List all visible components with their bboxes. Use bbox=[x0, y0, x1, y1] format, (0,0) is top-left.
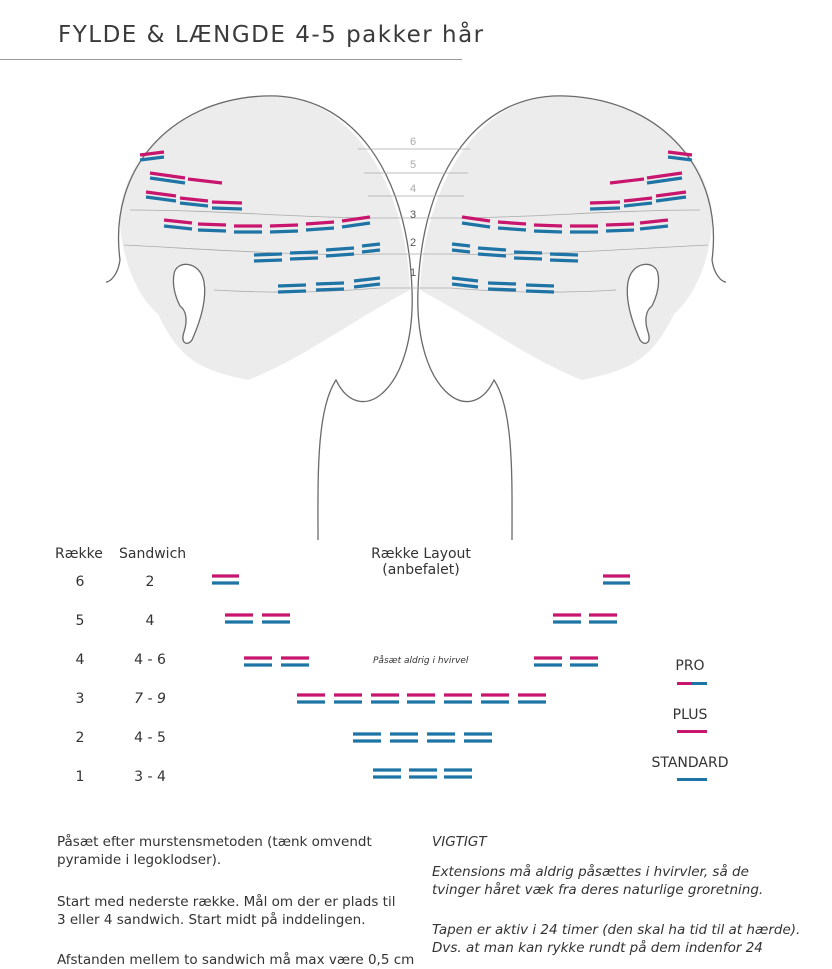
left-ear bbox=[172, 263, 206, 344]
layout-row-2 bbox=[353, 732, 492, 743]
legend-standard-swatch bbox=[677, 778, 707, 782]
layout-heading: Række Layout (anbefalet) bbox=[349, 546, 493, 578]
instruction-paragraph-3: Afstanden mellem to sandwich må max være… bbox=[57, 952, 415, 968]
left-head-hair-area bbox=[119, 95, 410, 380]
legend-plus-label: PLUS bbox=[672, 707, 708, 723]
level-label-3: 3 bbox=[410, 209, 416, 221]
whorl-note: Påsæt aldrig i hvirvel bbox=[373, 656, 469, 666]
legend-pro-label: PRO bbox=[675, 658, 705, 674]
row-layout-diagram bbox=[212, 574, 630, 779]
layout-heading-line2: (anbefalet) bbox=[382, 562, 460, 578]
title-divider bbox=[0, 59, 462, 60]
layout-row-3 bbox=[297, 693, 546, 704]
important-heading: VIGTIGT bbox=[432, 834, 487, 850]
right-head-outline bbox=[417, 95, 715, 540]
sandwich-count-3: 7 - 9 bbox=[134, 691, 166, 707]
level-label-2: 2 bbox=[410, 237, 416, 249]
row-number-5: 5 bbox=[75, 613, 85, 629]
sandwich bbox=[253, 242, 381, 257]
sandwich-count-6: 2 bbox=[145, 574, 155, 590]
column-header-row: Række bbox=[55, 546, 103, 562]
layout-row-4 bbox=[244, 656, 598, 667]
head-diagram: 1 2 3 4 5 6 bbox=[105, 95, 727, 540]
sandwich bbox=[149, 171, 223, 185]
level-label-5: 5 bbox=[410, 159, 416, 171]
level-label-1: 1 bbox=[410, 267, 416, 279]
layout-row-5 bbox=[225, 613, 617, 624]
right-head-hair-area bbox=[420, 95, 713, 380]
row-number-6: 6 bbox=[75, 574, 85, 590]
column-header-sandwich: Sandwich bbox=[119, 546, 187, 562]
level-labels: 1 2 3 4 5 6 bbox=[410, 136, 416, 279]
sandwich bbox=[277, 276, 381, 288]
left-head-outline bbox=[117, 95, 413, 540]
sandwich bbox=[145, 190, 243, 205]
sandwich-count-2: 4 - 5 bbox=[134, 730, 166, 746]
right-ear bbox=[626, 263, 660, 344]
layout-heading-line1: Række Layout bbox=[371, 546, 471, 562]
left-face-line bbox=[105, 259, 121, 283]
level-lines bbox=[123, 148, 709, 293]
row-number-3: 3 bbox=[75, 691, 85, 707]
right-face-line bbox=[711, 259, 727, 283]
sandwich-count-1: 3 - 4 bbox=[134, 769, 166, 785]
sandwich-count-4: 4 - 6 bbox=[134, 652, 166, 668]
row-number-2: 2 bbox=[75, 730, 85, 746]
sandwich bbox=[163, 215, 371, 228]
right-head-sandwiches bbox=[451, 150, 693, 294]
sandwich bbox=[139, 150, 165, 157]
sandwich-count-5: 4 bbox=[145, 613, 155, 629]
important-paragraph-1: Extensions må aldrig påsættes i hvirvler… bbox=[432, 864, 764, 898]
legend-plus-swatch bbox=[677, 730, 707, 734]
instruction-paragraph-2: Start med nederste række. Mål om der er … bbox=[57, 894, 396, 928]
legend-standard-label: STANDARD bbox=[651, 755, 729, 771]
row-number-4: 4 bbox=[75, 652, 85, 668]
level-label-4: 4 bbox=[410, 183, 416, 195]
page-title: FYLDE & LÆNGDE 4-5 pakker hår bbox=[58, 22, 485, 48]
level-label-6: 6 bbox=[410, 136, 416, 148]
legend-pro-swatch bbox=[677, 682, 707, 686]
layout-row-1 bbox=[373, 768, 472, 779]
left-head-sandwiches bbox=[139, 150, 381, 294]
row-number-1: 1 bbox=[75, 769, 85, 785]
important-paragraph-2: Tapen er aktiv i 24 timer (den skal ha t… bbox=[432, 922, 801, 956]
layout-row-6 bbox=[212, 574, 630, 585]
instruction-paragraph-1: Påsæt efter murstensmetoden (tænk omvend… bbox=[57, 834, 372, 868]
